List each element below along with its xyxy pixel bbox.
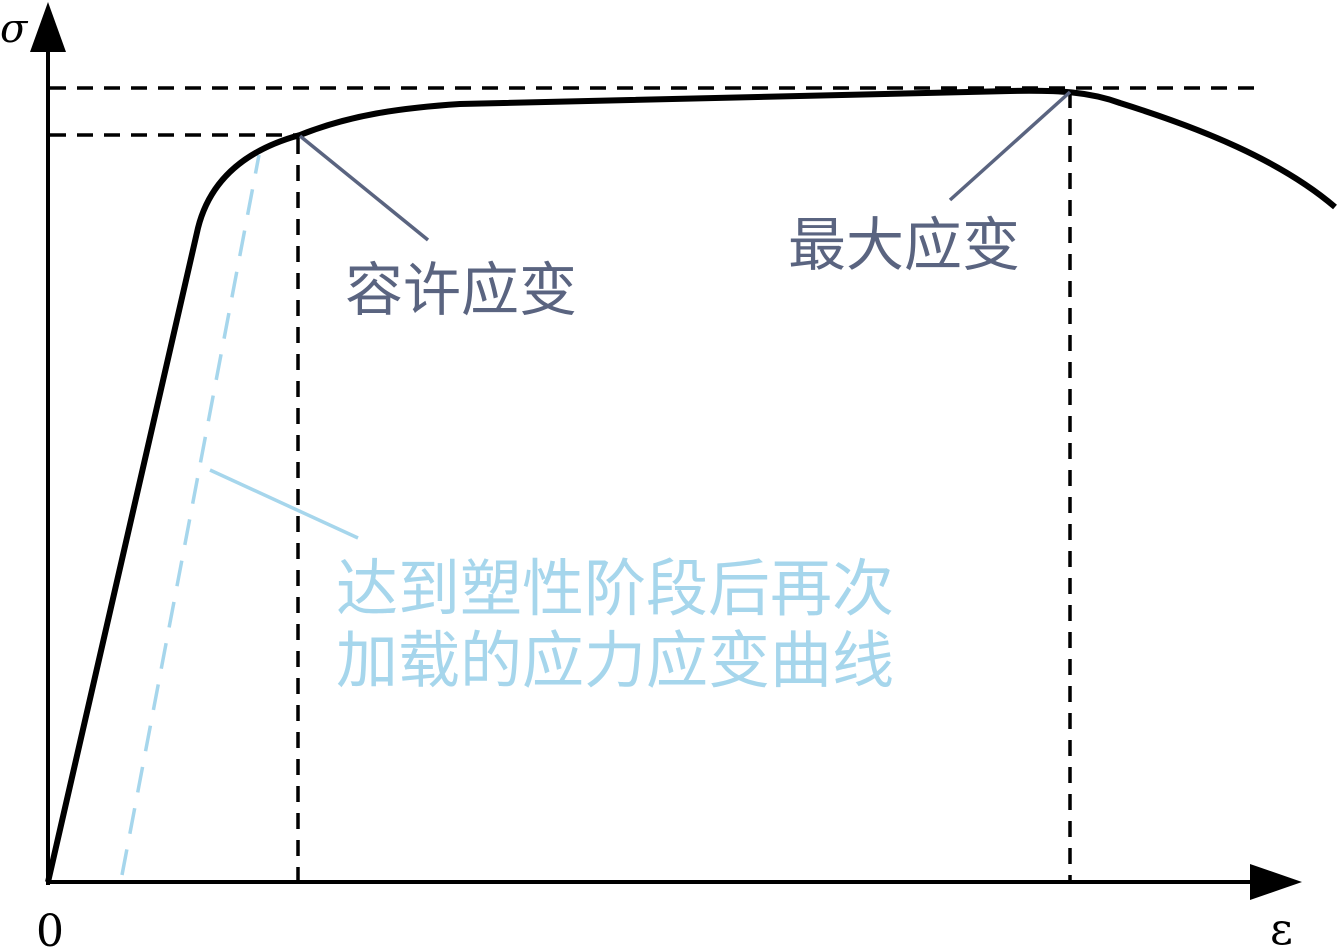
- reload-curve: [120, 154, 261, 876]
- origin-label: 0: [36, 906, 64, 951]
- reload-curve-label-line1: 达到塑性阶段后再次: [336, 552, 894, 625]
- y-axis-arrow: [30, 2, 66, 52]
- max-strain-label: 最大应变: [788, 211, 1020, 279]
- allowable-strain-leader: [298, 134, 430, 242]
- x-axis-arrow: [1250, 864, 1302, 900]
- reload-curve-label-line2: 加载的应力应变曲线: [336, 624, 894, 697]
- stress-strain-curve: [45, 87, 1337, 883]
- max-strain-leader: [948, 90, 1072, 202]
- allowable-strain-label: 容许应变: [345, 256, 577, 324]
- x-axis-label: ε: [1270, 904, 1293, 951]
- reload-curve-leader: [209, 468, 359, 540]
- y-axis-label: σ: [0, 6, 29, 52]
